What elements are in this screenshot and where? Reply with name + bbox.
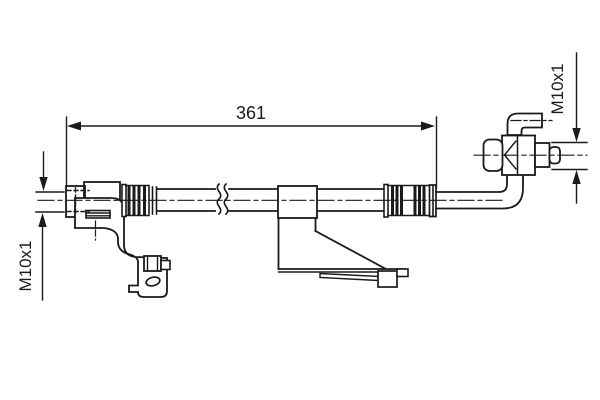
mid-bracket-tab <box>396 268 409 278</box>
hose-break-symbol <box>216 182 222 216</box>
mid-bracket <box>277 185 409 288</box>
left-bracket-clip <box>143 255 162 272</box>
overall-length-label: 361 <box>236 103 266 123</box>
arrowhead-up-icon <box>38 213 47 227</box>
left-bracket-tab <box>160 259 171 271</box>
elbow-tube <box>435 174 524 210</box>
centerlines <box>37 119 588 201</box>
left-bracket-hole <box>145 276 161 287</box>
mid-bracket-diagonal <box>314 229 387 270</box>
mid-bracket-foot <box>377 270 398 288</box>
hose-break-symbol <box>223 182 229 216</box>
mid-bracket-block <box>277 185 318 219</box>
arrowhead-down-icon <box>572 128 581 142</box>
right-fitting <box>482 112 561 176</box>
right-thread-label: M10x1 <box>548 63 567 114</box>
left-bracket <box>66 187 171 298</box>
arrowhead-right-icon <box>421 121 435 131</box>
dimension-left-thread <box>35 151 65 301</box>
left-bracket-plate <box>74 197 168 298</box>
mid-bracket-tongue <box>319 272 382 282</box>
hose-body <box>156 182 385 216</box>
dimension-right-thread <box>551 52 588 204</box>
arrowhead-down-icon <box>39 177 48 191</box>
bleed-stub-tube <box>506 112 543 136</box>
left-thread-label: M10x1 <box>16 240 35 291</box>
left-bracket-slot <box>85 209 111 219</box>
arrowhead-up-icon <box>572 170 581 184</box>
arrowhead-left-icon <box>67 121 81 131</box>
dimension-overall-length <box>65 116 438 189</box>
